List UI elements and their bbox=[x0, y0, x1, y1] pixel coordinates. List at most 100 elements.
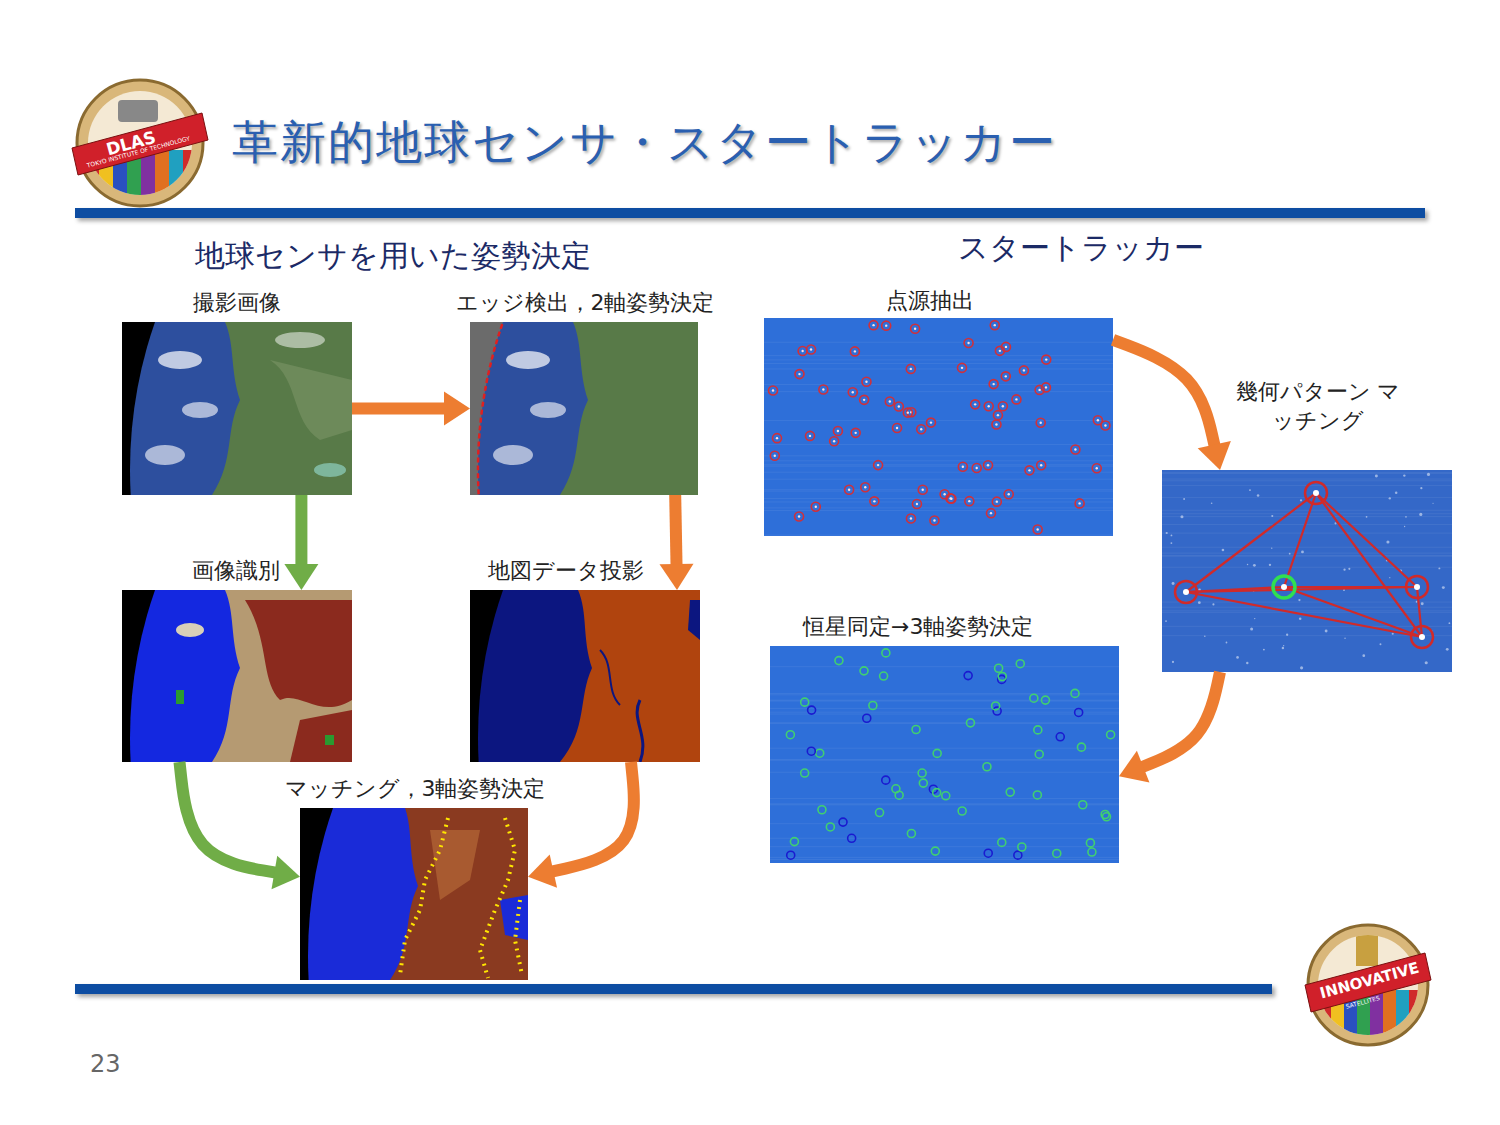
star-marker bbox=[998, 402, 1007, 411]
sensor-noise bbox=[770, 712, 1119, 713]
star-point bbox=[920, 428, 922, 430]
image-panel: エッジ検出，2軸姿勢決定 bbox=[470, 322, 698, 495]
star-point bbox=[916, 503, 918, 505]
edge-photo bbox=[478, 322, 698, 495]
star-marker bbox=[942, 792, 950, 800]
arrow-head bbox=[660, 564, 694, 590]
arrow-head bbox=[272, 856, 300, 890]
arrow-shaft bbox=[180, 762, 278, 873]
star-point bbox=[1334, 522, 1336, 524]
matching-image bbox=[308, 808, 528, 980]
star-point bbox=[1023, 369, 1025, 371]
rule-line bbox=[75, 984, 1272, 994]
star-point bbox=[1299, 617, 1302, 620]
classified-image bbox=[325, 735, 334, 745]
star-marker bbox=[984, 849, 992, 857]
star-point bbox=[1074, 448, 1076, 450]
slide-title: 革新的地球センサ・スタートラッカー bbox=[232, 112, 1057, 174]
star-marker bbox=[995, 664, 1003, 672]
star-point bbox=[854, 432, 856, 434]
sensor-noise bbox=[770, 823, 1119, 824]
matching-image bbox=[300, 808, 528, 980]
star-point bbox=[776, 437, 778, 439]
star-point bbox=[1344, 637, 1345, 638]
star-point bbox=[1300, 666, 1303, 669]
pattern-line bbox=[1316, 493, 1422, 637]
star-point bbox=[852, 391, 854, 393]
star-marker bbox=[876, 809, 884, 817]
logo-emblem bbox=[155, 150, 169, 210]
star-point bbox=[910, 517, 912, 519]
star-point bbox=[837, 430, 839, 432]
star-point bbox=[1180, 515, 1183, 518]
image-panel: 幾何パターン マッチング bbox=[1162, 470, 1452, 672]
sensor-noise bbox=[764, 363, 1113, 364]
star-point bbox=[885, 324, 887, 326]
sensor-noise bbox=[1162, 473, 1452, 474]
star-point bbox=[1165, 620, 1167, 622]
star-marker bbox=[773, 434, 782, 443]
star-marker bbox=[861, 483, 870, 492]
star-point bbox=[974, 403, 976, 405]
image-panel: 地図データ投影 bbox=[470, 590, 700, 762]
flow-arrow bbox=[528, 762, 634, 888]
star-marker bbox=[845, 485, 854, 494]
star-marker bbox=[882, 321, 891, 330]
earth-photo bbox=[158, 351, 202, 369]
star-point bbox=[1198, 601, 1201, 604]
target-star-marker bbox=[1273, 576, 1295, 598]
star-marker bbox=[992, 420, 1001, 429]
matching-image bbox=[500, 895, 528, 940]
sensor-noise bbox=[770, 723, 1119, 724]
arrow-head bbox=[1119, 751, 1149, 783]
sensor-noise bbox=[764, 455, 1113, 456]
star-image bbox=[770, 646, 1119, 863]
sensor-noise bbox=[1162, 547, 1452, 548]
pattern-image bbox=[1162, 470, 1452, 672]
star-point bbox=[962, 466, 964, 468]
earth-photo bbox=[122, 322, 352, 495]
star-marker bbox=[892, 785, 900, 793]
star-marker bbox=[912, 726, 920, 734]
star-point bbox=[864, 486, 866, 488]
star-point bbox=[1325, 630, 1328, 633]
matching-image bbox=[515, 900, 522, 975]
star-image bbox=[770, 646, 1119, 863]
rule-line bbox=[75, 208, 1425, 218]
arrow-head bbox=[528, 855, 557, 888]
star-marker bbox=[993, 411, 1002, 420]
star-marker bbox=[993, 707, 1001, 715]
star-point bbox=[1298, 599, 1300, 601]
star-marker bbox=[869, 321, 878, 330]
star-point bbox=[943, 493, 945, 495]
matching-image bbox=[480, 818, 515, 978]
star-point bbox=[1313, 490, 1319, 496]
sensor-noise bbox=[1162, 533, 1452, 534]
star-point bbox=[1432, 503, 1433, 504]
star-marker bbox=[880, 672, 888, 680]
pattern-line bbox=[1316, 493, 1417, 587]
star-marker bbox=[1305, 482, 1327, 504]
sensor-noise bbox=[770, 859, 1119, 860]
map-projection bbox=[560, 590, 700, 762]
star-marker bbox=[911, 324, 920, 333]
star-point bbox=[1204, 635, 1206, 637]
image-caption: 幾何パターン マッチング bbox=[1228, 377, 1408, 436]
star-point bbox=[992, 383, 994, 385]
star-marker bbox=[984, 402, 993, 411]
star-marker bbox=[1075, 499, 1084, 508]
earth-photo bbox=[314, 463, 346, 477]
star-marker bbox=[1033, 525, 1042, 534]
star-point bbox=[1414, 584, 1420, 590]
star-point bbox=[1166, 532, 1168, 534]
sensor-noise bbox=[770, 701, 1119, 702]
image-panel: 撮影画像 bbox=[122, 322, 352, 495]
star-marker bbox=[839, 818, 847, 826]
star-marker bbox=[851, 428, 860, 437]
star-point bbox=[1249, 489, 1251, 491]
star-point bbox=[798, 515, 800, 517]
star-point bbox=[896, 427, 898, 429]
star-point bbox=[1348, 568, 1350, 570]
map-projection bbox=[637, 700, 643, 762]
